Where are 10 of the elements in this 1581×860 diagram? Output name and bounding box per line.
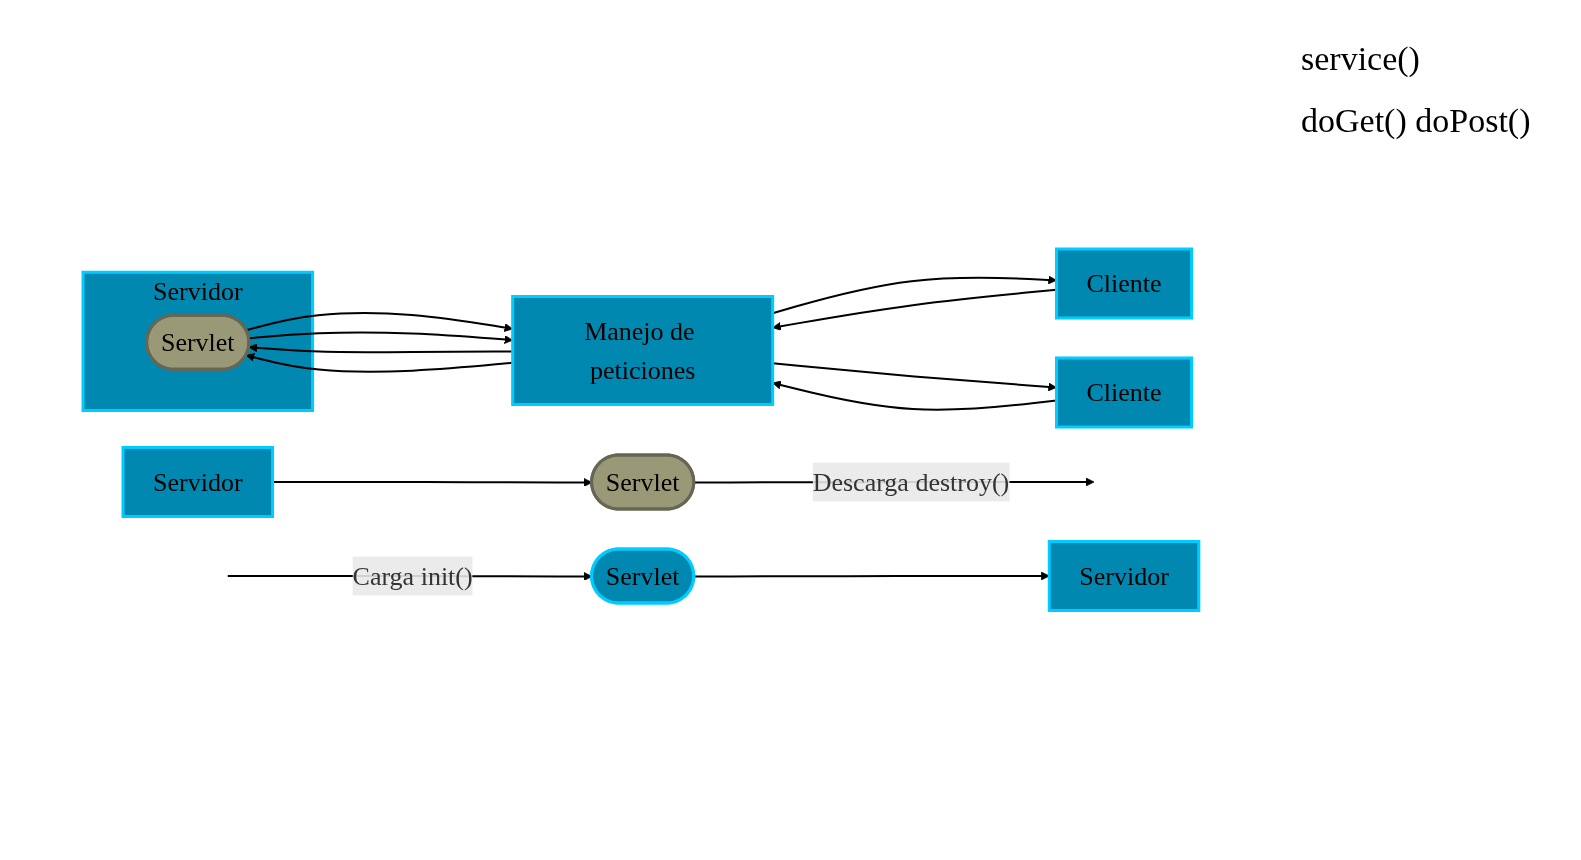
node-box: Manejo de peticiones <box>510 295 774 407</box>
node-box: Cliente <box>1054 247 1193 320</box>
node-box: Cliente <box>1054 356 1193 429</box>
edge-label: Descarga destroy() <box>812 467 1009 497</box>
note-text: service() <box>1301 40 1421 78</box>
node-box: Servidor <box>1047 540 1200 613</box>
arrow <box>244 312 513 333</box>
edge-label: Carga init() <box>352 561 473 591</box>
node-box: Servidor <box>121 446 274 519</box>
note-text: doGet() doPost() <box>1301 102 1532 140</box>
